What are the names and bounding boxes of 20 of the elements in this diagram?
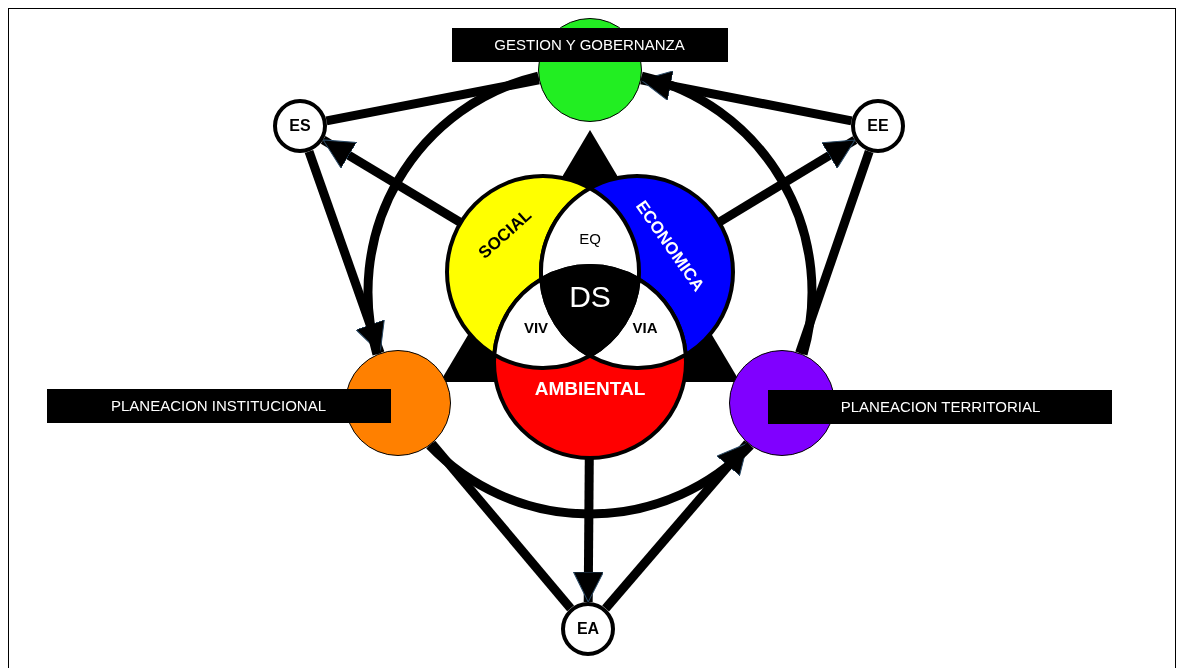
label-box: PLANEACION INSTITUCIONAL (46, 388, 391, 423)
label-box: PLANEACION TERRITORIAL (768, 389, 1113, 424)
arrow (640, 70, 853, 126)
overlap-label: VIV (523, 318, 549, 336)
arrow (304, 149, 385, 355)
node-circle: EE (851, 99, 905, 153)
arrow (572, 457, 604, 603)
arc-connector (363, 71, 540, 356)
overlap-label: DS (569, 279, 611, 313)
arc-connector (426, 442, 754, 519)
label-box: GESTION Y GOBERNANZA (451, 27, 728, 62)
arrow (320, 136, 464, 227)
set-label: AMBIENTAL (534, 377, 646, 399)
arrow (716, 136, 858, 227)
node-circle: ES (273, 99, 327, 153)
overlap-label: EQ (579, 229, 601, 247)
overlap-label: VIA (632, 318, 658, 336)
arc-connector (640, 71, 817, 356)
connector-line (795, 150, 874, 355)
node-circle: EA (561, 602, 615, 656)
